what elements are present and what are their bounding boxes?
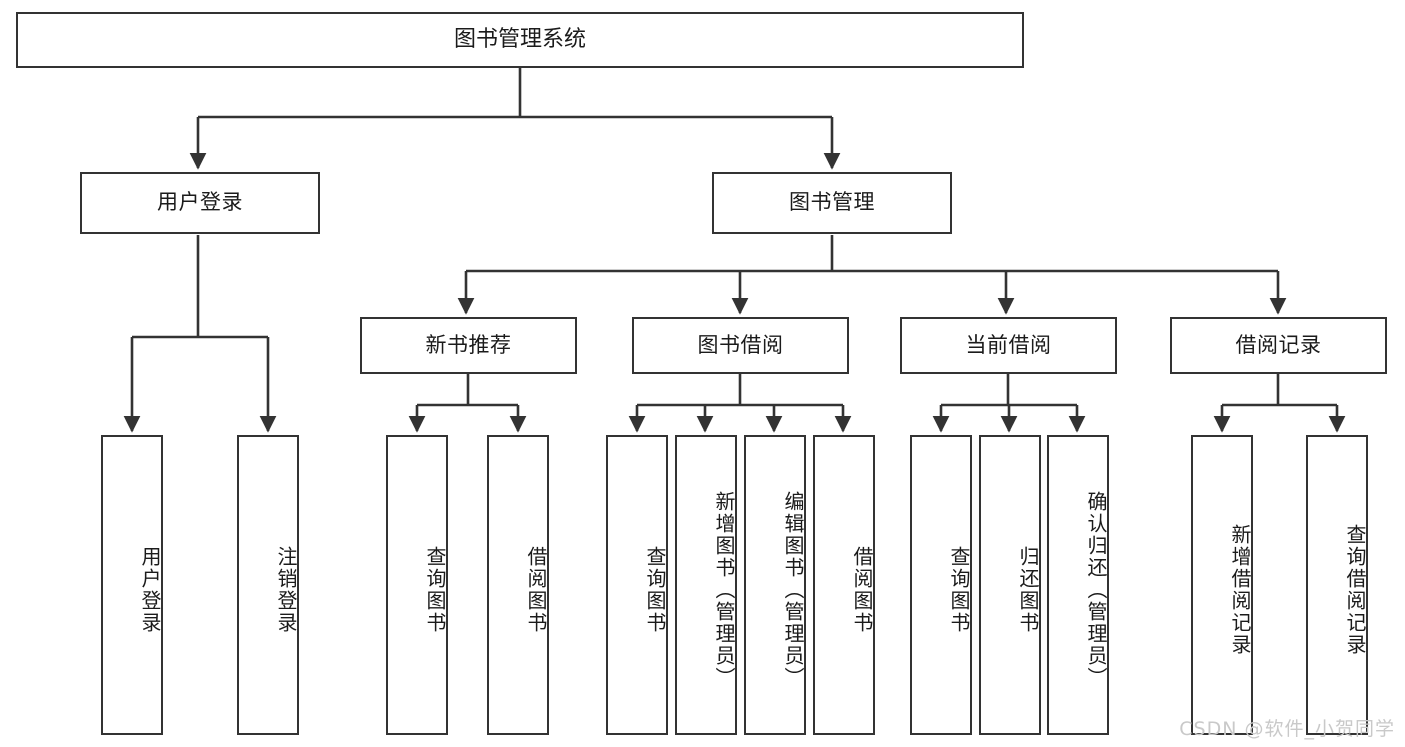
node-label: 归还图书 (1016, 546, 1040, 634)
leaf-user-login[interactable]: 用户登录 (101, 435, 163, 735)
csdn-watermark: CSDN @软件_小贺同学 (1179, 718, 1395, 740)
node-label: 当前借阅 (965, 332, 1052, 357)
node-label: 借阅图书 (524, 546, 548, 634)
leaf-query-book-recommend[interactable]: 查询图书 (386, 435, 448, 735)
leaf-borrow-book-borrow[interactable]: 借阅图书 (813, 435, 875, 735)
node-root-book-management-system[interactable]: 图书管理系统 (16, 12, 1024, 68)
node-label: 新书推荐 (425, 332, 512, 357)
node-label: 图书借阅 (697, 332, 784, 357)
node-book-borrow[interactable]: 图书借阅 (632, 317, 849, 374)
node-label: 编辑图书（管理员） (781, 491, 805, 689)
node-label: 用户登录 (138, 546, 162, 634)
node-label: 图书管理系统 (453, 26, 586, 52)
leaf-return-book[interactable]: 归还图书 (979, 435, 1041, 735)
node-label: 注销登录 (274, 546, 298, 634)
node-label: 查询借阅记录 (1343, 524, 1367, 656)
node-label: 用户登录 (157, 190, 243, 215)
node-label: 查询图书 (423, 546, 447, 634)
node-label: 借阅记录 (1235, 332, 1322, 357)
node-label: 新增图书（管理员） (712, 491, 736, 689)
leaf-query-book-current[interactable]: 查询图书 (910, 435, 972, 735)
leaf-edit-book-admin[interactable]: 编辑图书（管理员） (744, 435, 806, 735)
leaf-add-borrow-record[interactable]: 新增借阅记录 (1191, 435, 1253, 735)
leaf-query-book-borrow[interactable]: 查询图书 (606, 435, 668, 735)
node-label: 确认归还（管理员） (1084, 491, 1108, 689)
leaf-query-borrow-record[interactable]: 查询借阅记录 (1306, 435, 1368, 735)
node-label: 图书管理 (789, 190, 875, 215)
node-label: 查询图书 (643, 546, 667, 634)
node-book-management[interactable]: 图书管理 (712, 172, 952, 234)
leaf-borrow-book-recommend[interactable]: 借阅图书 (487, 435, 549, 735)
node-label: 新增借阅记录 (1228, 524, 1252, 656)
node-new-book-recommend[interactable]: 新书推荐 (360, 317, 577, 374)
leaf-confirm-return-admin[interactable]: 确认归还（管理员） (1047, 435, 1109, 735)
node-borrow-record[interactable]: 借阅记录 (1170, 317, 1387, 374)
node-label: 查询图书 (947, 546, 971, 634)
node-label: 借阅图书 (850, 546, 874, 634)
leaf-logout-login[interactable]: 注销登录 (237, 435, 299, 735)
node-current-borrow[interactable]: 当前借阅 (900, 317, 1117, 374)
leaf-add-book-admin[interactable]: 新增图书（管理员） (675, 435, 737, 735)
node-user-login[interactable]: 用户登录 (80, 172, 320, 234)
